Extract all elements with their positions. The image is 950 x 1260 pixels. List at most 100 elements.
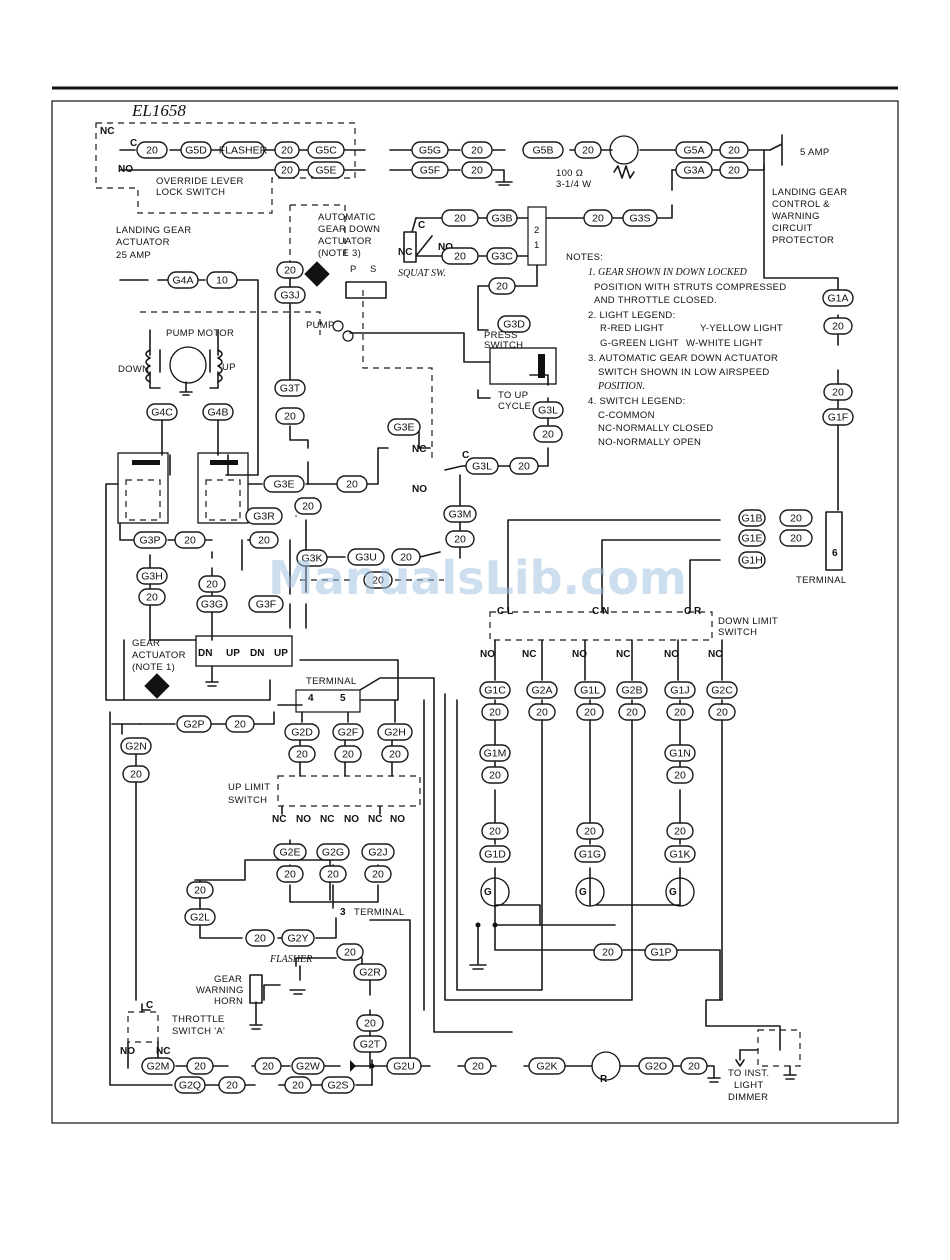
- wire-tag: G3U: [347, 548, 385, 566]
- label-actuator-2: ACTUATOR: [116, 237, 170, 248]
- wire-tag: 20: [583, 209, 613, 227]
- wire-tag-label: 20: [674, 707, 686, 719]
- wire-tag: G2W: [291, 1057, 325, 1075]
- wire-tag-label: G2M: [147, 1061, 170, 1073]
- label-squat-1: 1: [534, 240, 540, 251]
- wire-tag-label: G5F: [420, 165, 440, 177]
- wire-tag: G2U: [386, 1057, 422, 1075]
- wire-tag-label: 20: [281, 145, 293, 157]
- wire-tag-label: G3E: [393, 422, 414, 434]
- wire-tag-label: 20: [592, 213, 604, 225]
- label-dl-no-2: NO: [572, 649, 587, 660]
- wire-tag-label: G5C: [315, 145, 337, 157]
- wire-tag: G3K: [296, 549, 328, 567]
- label-throttle-no: NO: [120, 1046, 135, 1057]
- label-terminal-mid: TERMINAL: [354, 907, 404, 918]
- wire-tag-label: G2T: [360, 1039, 381, 1051]
- wire-tag-outline: [221, 141, 265, 159]
- wire-tag-label: G2P: [183, 719, 204, 731]
- wire-tag: 20: [666, 703, 694, 721]
- wire-tag-outline: [377, 723, 413, 741]
- label-s: S: [370, 264, 377, 275]
- label-squat-no: NO: [438, 242, 453, 253]
- label-auto-3: ACTUATOR: [318, 236, 372, 247]
- wire-tag-label: 20: [342, 749, 354, 761]
- wire-tag-label: 20: [454, 534, 466, 546]
- wire-tag-label: G1P: [650, 947, 671, 959]
- wire-tag-outline: [353, 963, 387, 981]
- wire-tag-outline: [274, 286, 306, 304]
- wire-tag-label: 20: [302, 501, 314, 513]
- wire-tag-outline: [532, 401, 564, 419]
- wire-tag: G2O: [638, 1057, 674, 1075]
- wire-tag-label: 20: [292, 1080, 304, 1092]
- wire-tag-outline: [445, 530, 475, 548]
- label-act-dn-1: DN: [198, 648, 212, 659]
- label-lamp-g-2: G: [579, 887, 587, 898]
- wire-tag-label: 20: [226, 1080, 238, 1092]
- wire-tag-outline: [528, 1057, 566, 1075]
- wire-tag-label: 20: [146, 592, 158, 604]
- wire-tag-outline: [274, 379, 306, 397]
- wire-tag-label: G3L: [538, 405, 558, 417]
- wire-tag-outline: [823, 383, 853, 401]
- wire-tag: 20: [363, 571, 393, 589]
- wire-tag-label: 20: [582, 145, 594, 157]
- component-labels: NC C NO OVERRIDE LEVER LOCK SWITCH 100 Ω…: [100, 126, 847, 1103]
- wire-tag: 20: [574, 141, 602, 159]
- label-gear-act-3: (NOTE 1): [132, 662, 175, 673]
- wire-tag-label: G3C: [491, 251, 513, 263]
- wire-tag: G5F: [411, 161, 449, 179]
- wire-tag-label: 20: [254, 933, 266, 945]
- label-to-up-1: TO UP: [498, 390, 528, 401]
- wire-tag-label: G3P: [139, 535, 160, 547]
- label-lock-switch: LOCK SWITCH: [156, 187, 225, 198]
- wire-tag-label: G4A: [172, 275, 193, 287]
- wire-tag: G3H: [136, 567, 168, 585]
- wire-tag: G2M: [141, 1057, 175, 1075]
- wire-tag: 20: [334, 745, 362, 763]
- wire-tag-label: G3G: [201, 599, 223, 611]
- wire-tag-outline: [738, 551, 766, 569]
- label-flasher: FLASHER: [269, 954, 312, 965]
- wire-tag-label: 20: [344, 947, 356, 959]
- wire-tag: 20: [593, 943, 623, 961]
- wire-tag-label: 20: [284, 265, 296, 277]
- wire-tag-label: 20: [626, 707, 638, 719]
- wire-tag-outline: [443, 505, 477, 523]
- wire-tag-label: G3S: [629, 213, 650, 225]
- wire-tag-outline: [276, 865, 304, 883]
- wire-tag-outline: [488, 277, 516, 295]
- wire-tag-outline: [248, 595, 284, 613]
- wire-tag-outline: [497, 315, 531, 333]
- wire-tag: G2K: [528, 1057, 566, 1075]
- wire-tag-label: G2F: [338, 727, 358, 739]
- wire-tag-label: 20: [489, 826, 501, 838]
- wire-tag-outline: [274, 161, 300, 179]
- wire-tag-outline: [644, 943, 678, 961]
- wire-tag: 20: [319, 865, 347, 883]
- label-press-1: PRESS: [484, 330, 518, 341]
- label-protector-1: LANDING GEAR: [772, 187, 847, 198]
- note-3b: SWITCH SHOWN IN LOW AIRSPEED: [598, 367, 770, 378]
- wire-tag-label: G2J: [368, 847, 387, 859]
- wire-tag: 20: [618, 703, 646, 721]
- wire-tag: 20: [249, 531, 279, 549]
- label-p: P: [350, 264, 357, 275]
- wire-tag-label: 20: [364, 1018, 376, 1030]
- wire-tag: 20: [481, 822, 509, 840]
- label-gear-act-2: ACTUATOR: [132, 650, 186, 661]
- wire-tag: G3M: [443, 505, 477, 523]
- wire-tag-outline: [479, 744, 511, 762]
- wire-tag-label: G4B: [207, 407, 228, 419]
- wire-tag-label: 20: [688, 1061, 700, 1073]
- label-no-override: NO: [118, 164, 133, 175]
- wire-tag-label: 20: [234, 719, 246, 731]
- wire-tag-label: G3E: [273, 479, 294, 491]
- wire-tag-outline: [336, 943, 364, 961]
- wire-tag: 20: [719, 141, 749, 159]
- wire-tag-label: 20: [454, 251, 466, 263]
- wire-tag-label: 20: [790, 513, 802, 525]
- wire-tag-outline: [141, 1057, 175, 1075]
- wire-tag: 20: [275, 407, 305, 425]
